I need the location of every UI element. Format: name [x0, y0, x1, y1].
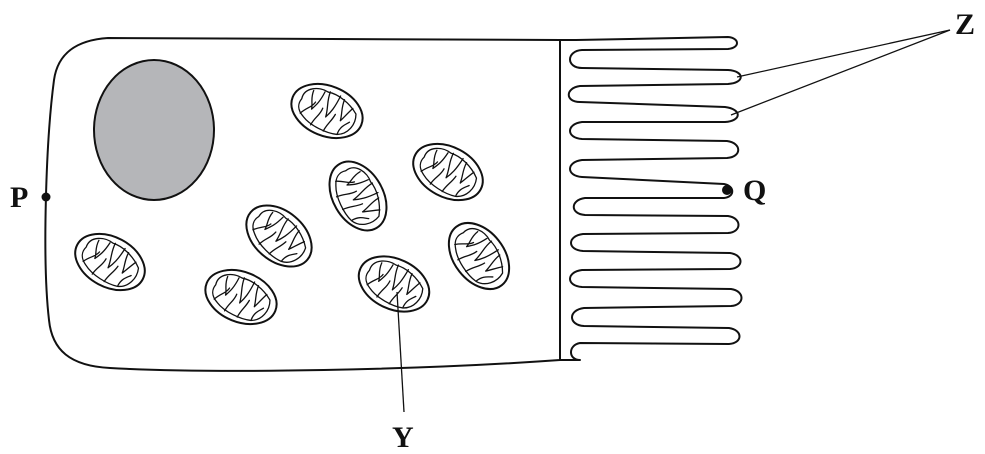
mitochondrion — [64, 221, 156, 303]
mitochondrion-y — [348, 244, 440, 324]
pointer-z-1 — [736, 29, 951, 78]
mitochondrion — [402, 131, 494, 213]
label-y: Y — [392, 421, 414, 454]
folded-membrane — [559, 36, 743, 361]
mitochondrion — [233, 192, 325, 280]
cell-membrane — [44, 37, 561, 372]
mitochondrion — [282, 72, 372, 150]
label-p: P — [10, 181, 28, 214]
point-q-marker — [722, 185, 732, 195]
mitochondrion — [435, 210, 523, 302]
pointer-y — [396, 291, 405, 413]
mitochondrion — [316, 150, 400, 242]
pointer-z-2 — [730, 29, 951, 116]
mitochondrion — [196, 258, 286, 336]
label-q: Q — [743, 174, 766, 207]
nucleus — [93, 59, 215, 201]
point-p-marker — [41, 192, 51, 202]
label-z: Z — [955, 8, 975, 41]
